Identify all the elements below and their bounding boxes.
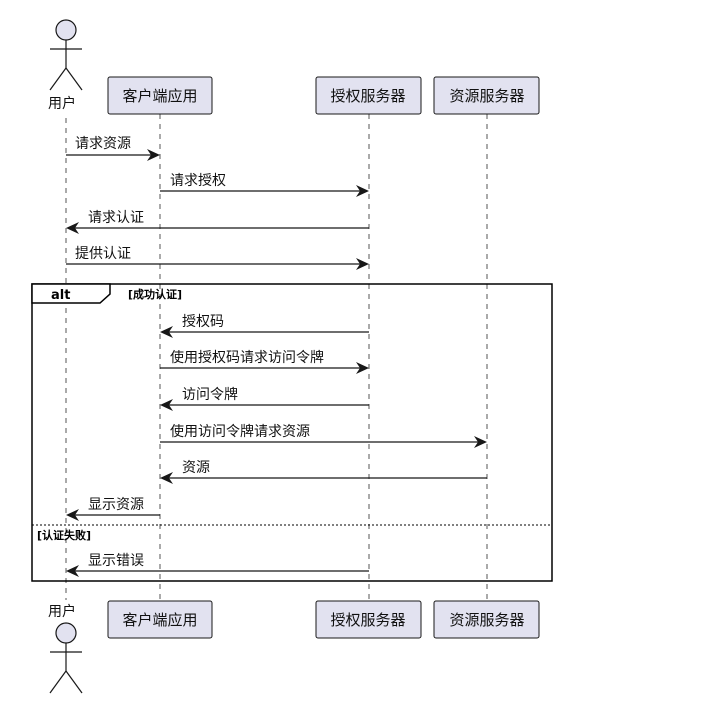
alt-keyword: alt bbox=[51, 288, 70, 303]
participant-auth-bottom-label: 授权服务器 bbox=[330, 611, 405, 629]
actor-user-top bbox=[49, 19, 83, 91]
message-10: 显示资源 bbox=[66, 497, 160, 521]
message-6-label: 使用授权码请求访问令牌 bbox=[170, 349, 324, 366]
participant-client-bottom: 客户端应用 bbox=[107, 600, 213, 639]
message-3-label: 请求认证 bbox=[88, 210, 144, 226]
message-5: 授权码 bbox=[160, 314, 369, 338]
message-2: 请求授权 bbox=[160, 173, 369, 197]
participant-resource-top: 资源服务器 bbox=[433, 76, 540, 115]
message-9: 资源 bbox=[160, 460, 487, 484]
message-3: 请求认证 bbox=[66, 210, 369, 234]
alt-guard-success: [成功认证] bbox=[128, 287, 182, 301]
participant-auth-top: 授权服务器 bbox=[315, 76, 422, 115]
participant-resource-top-label: 资源服务器 bbox=[449, 87, 524, 105]
message-11: 显示错误 bbox=[66, 553, 369, 577]
participant-resource-bottom-label: 资源服务器 bbox=[449, 611, 524, 629]
message-11-label: 显示错误 bbox=[88, 553, 144, 569]
participant-auth-bottom: 授权服务器 bbox=[315, 600, 422, 639]
message-8: 使用访问令牌请求资源 bbox=[160, 423, 487, 448]
message-4-label: 提供认证 bbox=[75, 246, 131, 262]
message-6: 使用授权码请求访问令牌 bbox=[160, 349, 369, 374]
message-7: 访问令牌 bbox=[160, 386, 369, 411]
actor-user-bottom bbox=[49, 622, 83, 694]
alt-guard-failure: [认证失败] bbox=[37, 528, 91, 542]
message-1: 请求资源 bbox=[66, 136, 160, 161]
actor-user-top-label: 用户 bbox=[48, 95, 76, 112]
message-10-label: 显示资源 bbox=[88, 497, 144, 513]
participant-client-top-label: 客户端应用 bbox=[122, 87, 197, 105]
participant-client-top: 客户端应用 bbox=[107, 76, 213, 115]
alt-fragment: alt [成功认证] [认证失败] bbox=[31, 283, 553, 582]
actor-user-bottom-label: 用户 bbox=[48, 603, 76, 620]
message-8-label: 使用访问令牌请求资源 bbox=[170, 423, 310, 440]
message-4: 提供认证 bbox=[66, 246, 369, 270]
participant-auth-top-label: 授权服务器 bbox=[330, 87, 405, 105]
message-7-label: 访问令牌 bbox=[182, 386, 238, 403]
message-1-label: 请求资源 bbox=[75, 136, 131, 152]
message-9-label: 资源 bbox=[182, 460, 210, 476]
message-5-label: 授权码 bbox=[182, 314, 224, 330]
message-2-label: 请求授权 bbox=[170, 173, 226, 189]
participant-resource-bottom: 资源服务器 bbox=[433, 600, 540, 639]
participant-client-bottom-label: 客户端应用 bbox=[122, 611, 197, 629]
